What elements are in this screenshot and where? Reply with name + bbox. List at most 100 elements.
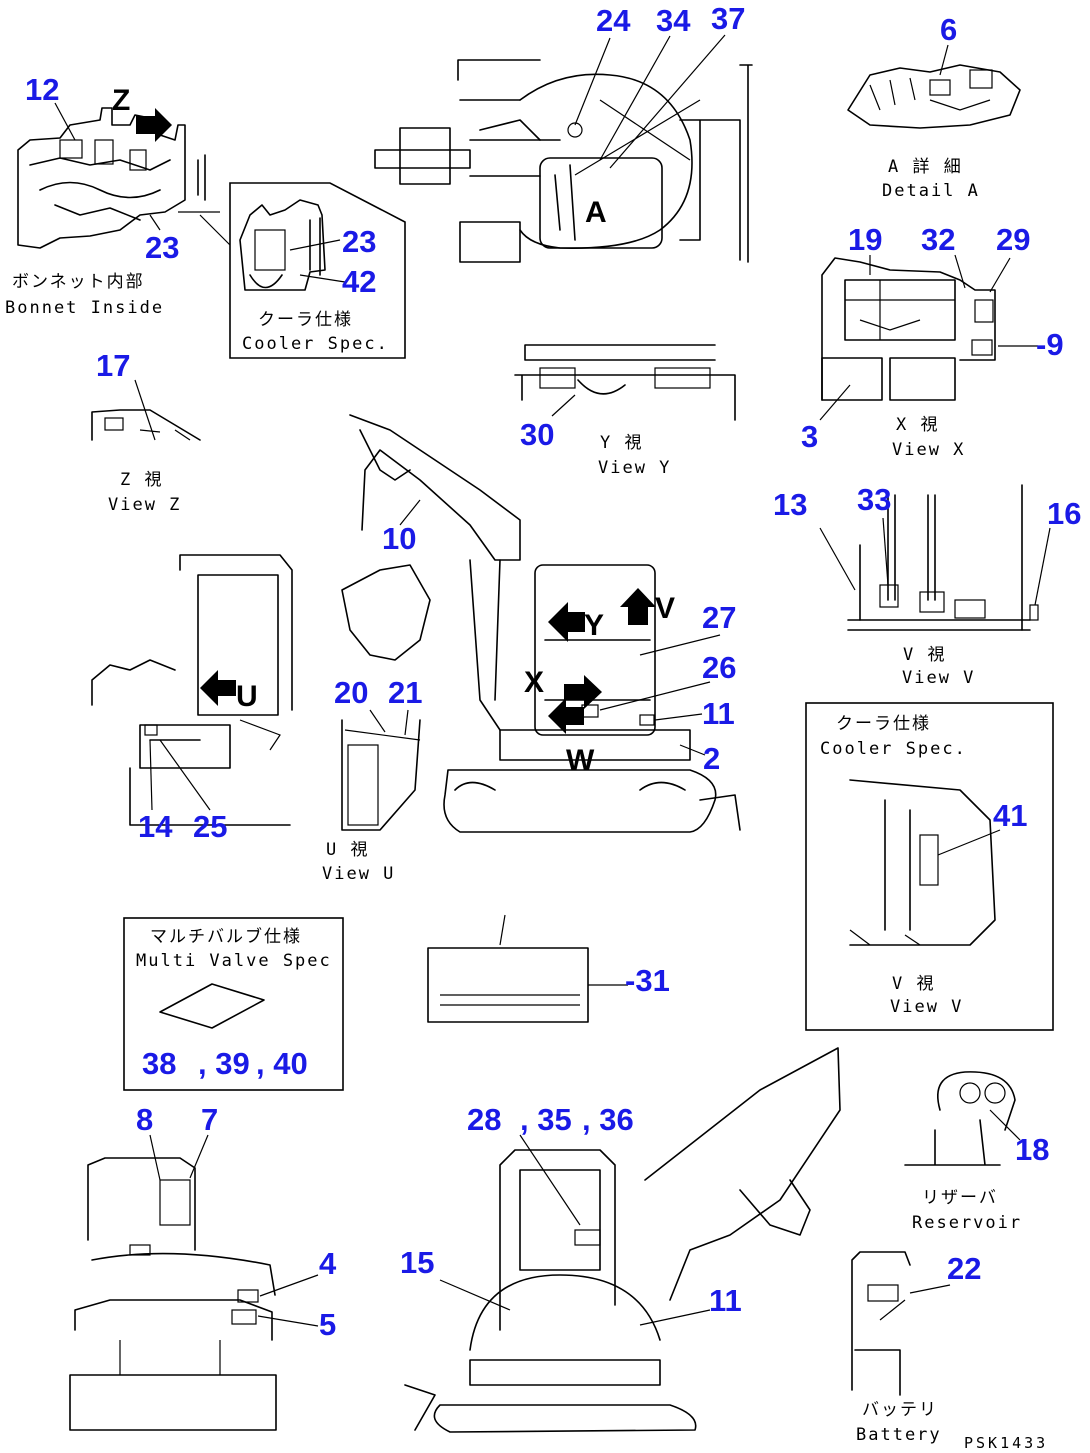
excavator-front-drawing — [69, 1157, 277, 1431]
bonnet-inside-drawing — [17, 107, 231, 249]
callout-16: 16 — [1047, 496, 1081, 531]
battery-drawing — [851, 1251, 911, 1396]
callout-37: 37 — [711, 1, 745, 36]
arrow-y-icon — [548, 602, 585, 642]
callout-4: 4 — [319, 1246, 337, 1281]
caption-reservoir-jp: リザーバ — [922, 1188, 998, 1208]
callout-10: 10 — [382, 521, 416, 556]
caption-viewz-jp: Z 視 — [120, 470, 163, 490]
callout-26: 26 — [702, 650, 736, 685]
multi-valve-box — [123, 917, 344, 1091]
cooler-spec-box-2 — [805, 702, 1054, 1031]
view-z-drawing — [91, 409, 201, 441]
callout-33: 33 — [857, 482, 891, 517]
callout-24: 24 — [596, 3, 631, 38]
detail-a-ref: A — [585, 196, 607, 229]
reservoir-drawing — [904, 1071, 1016, 1166]
callout-12: 12 — [25, 72, 59, 107]
callout-21: 21 — [388, 675, 422, 710]
top-view-upper-structure — [374, 59, 753, 263]
callout-17: 17 — [96, 348, 130, 383]
view-captions: ボンネット内部 Bonnet Inside クーラ仕様 Cooler Spec.… — [5, 157, 1022, 1445]
callout-2: 2 — [703, 741, 720, 776]
callout-11-rear: 11 — [709, 1283, 742, 1318]
callout-13: 13 — [773, 487, 807, 522]
caption-detail-en: Detail A — [882, 181, 980, 201]
document-id: PSK1433 — [964, 1434, 1048, 1452]
arrow-y-label: Y — [584, 609, 604, 642]
arrow-v-icon — [620, 588, 656, 625]
caption-viewz-en: View Z — [108, 495, 181, 515]
view-u-detail-drawing — [341, 719, 421, 831]
callout-23-bonnet: 23 — [145, 230, 179, 265]
callout-20: 20 — [334, 675, 368, 710]
callout-38: 38 — [142, 1046, 176, 1081]
callout-numbers: 12 23 23 42 24 34 37 6 19 32 29 -9 3 17 … — [25, 1, 1081, 1342]
caption-viewy-en: View Y — [598, 458, 671, 478]
callout-7: 7 — [201, 1102, 218, 1137]
leader-lines — [54, 34, 1051, 1327]
callout-6: 6 — [940, 12, 957, 47]
callout-40: , 40 — [256, 1046, 308, 1081]
callout-23-cooler: 23 — [342, 224, 376, 259]
callout-27: 27 — [702, 600, 736, 635]
excavator-side-drawing — [341, 414, 741, 833]
caption-viewv1-en: View V — [902, 668, 975, 688]
multi-valve-diamond — [159, 983, 265, 1029]
caption-reservoir-en: Reservoir — [912, 1213, 1022, 1233]
view-v-drawing-1 — [847, 484, 1039, 631]
caption-cooler1-jp: クーラ仕様 — [258, 310, 353, 330]
caption-cooler2-en: Cooler Spec. — [820, 739, 967, 759]
callout-39: , 39 — [198, 1046, 250, 1081]
view-y-drawing — [514, 344, 736, 421]
caption-viewy-jp: Y 視 — [600, 433, 643, 453]
arrow-x-icon — [564, 675, 602, 709]
caption-multi-en: Multi Valve Spec — [136, 951, 332, 971]
view-x-drawing — [821, 257, 996, 401]
caption-viewv2-jp: V 視 — [892, 974, 935, 994]
callout-42: 42 — [342, 264, 376, 299]
cooler-spec-drawing-2 — [849, 779, 996, 946]
cooler-spec-box-1 — [229, 182, 406, 359]
arrow-z-icon — [136, 108, 172, 142]
callout-11-side: 11 — [702, 696, 735, 731]
callout-15: 15 — [400, 1245, 434, 1280]
caption-detail-jp: A 詳 細 — [888, 157, 963, 177]
arrow-w-icon — [548, 698, 584, 734]
caption-viewu-jp: U 視 — [326, 840, 369, 860]
arrow-w-label: W — [566, 744, 595, 777]
callout-14: 14 — [138, 809, 173, 844]
detail-a-drawing — [847, 64, 1021, 129]
part-31-drawing — [427, 914, 589, 1023]
caption-viewv1-jp: V 視 — [903, 645, 946, 665]
arrow-z-label: Z — [112, 84, 130, 117]
callout-25: 25 — [193, 809, 227, 844]
caption-bonnet-en: Bonnet Inside — [5, 298, 164, 318]
arrow-v-label: V — [655, 592, 675, 625]
arrow-x-label: X — [524, 666, 544, 699]
caption-viewv2-en: View V — [890, 997, 963, 1017]
callout-18: 18 — [1015, 1132, 1049, 1167]
caption-viewu-en: View U — [322, 864, 395, 884]
excavator-rear-drawing — [404, 1047, 841, 1433]
callout-28: 28 — [467, 1102, 501, 1137]
caption-viewx-jp: X 視 — [896, 415, 939, 435]
callout-35: , 35 — [520, 1102, 572, 1137]
caption-battery-en: Battery — [856, 1425, 942, 1445]
caption-bonnet-jp: ボンネット内部 — [12, 272, 145, 292]
caption-viewx-en: View X — [892, 440, 965, 460]
caption-battery-jp: バッテリ — [862, 1400, 938, 1420]
callout-22: 22 — [947, 1251, 981, 1286]
callout-19: 19 — [848, 222, 882, 257]
callout-5: 5 — [319, 1307, 336, 1342]
callout-30: 30 — [520, 417, 554, 452]
arrow-u-icon — [200, 670, 236, 706]
caption-cooler1-en: Cooler Spec. — [242, 334, 389, 354]
caption-multi-jp: マルチバルブ仕様 — [150, 926, 302, 947]
arrow-u-label: U — [236, 680, 258, 713]
callout-32: 32 — [921, 222, 955, 257]
callout-41: 41 — [993, 798, 1027, 833]
cooler-spec-drawing-1 — [239, 199, 326, 291]
callout-3: 3 — [801, 419, 818, 454]
